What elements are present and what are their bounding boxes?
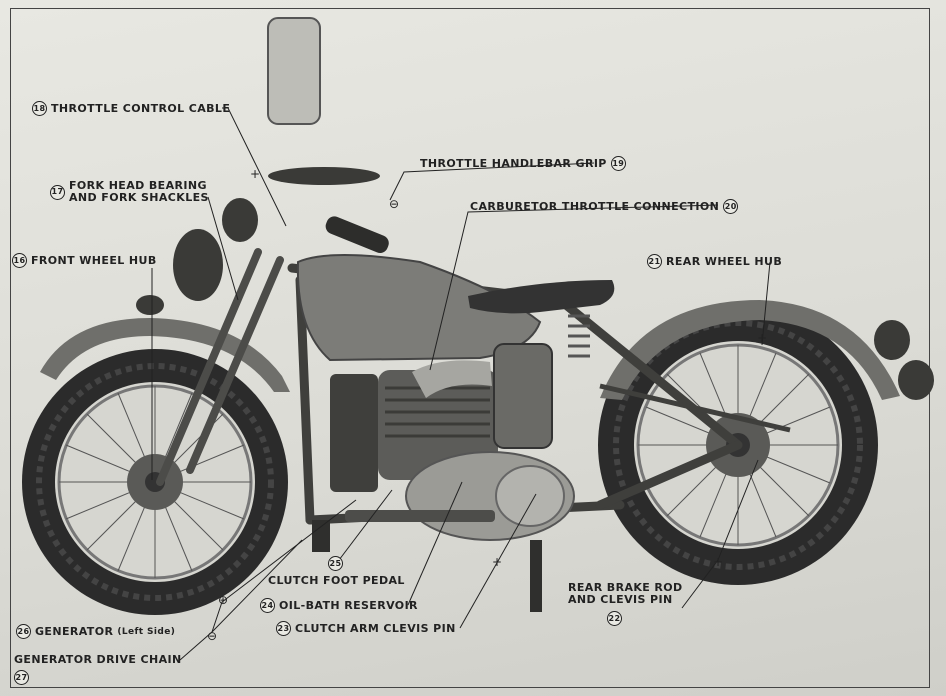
callout-rear-brake-rod: REAR BRAKE ROD AND CLEVIS PIN bbox=[568, 582, 683, 606]
callout-throttle-handlebar-grip: THROTTLE HANDLEBAR GRIP 19 bbox=[420, 156, 626, 171]
callout-number: 17 bbox=[50, 184, 65, 200]
callout-label: GENERATOR DRIVE CHAIN bbox=[14, 653, 182, 666]
callout-number: 16 bbox=[12, 253, 27, 268]
callout-label-line1: REAR BRAKE ROD bbox=[568, 581, 683, 594]
callout-throttle-control-cable: 18 THROTTLE CONTROL CABLE bbox=[32, 101, 230, 116]
seat-spring bbox=[568, 314, 590, 358]
headlamp bbox=[173, 229, 223, 301]
handlebar-grip bbox=[325, 216, 389, 253]
callout-label: THROTTLE CONTROL CABLE bbox=[51, 101, 231, 115]
leader-points: + ⊖ + + ⊕ ⊖ + bbox=[207, 167, 767, 643]
callout-number: 19 bbox=[610, 156, 626, 171]
callout-number: 22 bbox=[607, 611, 622, 626]
front-wheel bbox=[22, 349, 288, 615]
rear-fender bbox=[600, 300, 900, 400]
callout-number: 24 bbox=[260, 598, 275, 613]
callout-generator-drive-chain-number: 27 bbox=[14, 670, 29, 685]
tail-lamp-lower bbox=[898, 360, 934, 400]
callout-label-line2: AND CLEVIS PIN bbox=[568, 593, 673, 606]
battery-box bbox=[330, 374, 378, 492]
callout-rear-brake-rod-number: 22 bbox=[607, 611, 622, 626]
tail-lamp-upper bbox=[874, 320, 910, 360]
callout-note: (Left Side) bbox=[117, 626, 176, 637]
callout-label: GENERATOR bbox=[35, 624, 114, 638]
callout-label: REAR WHEEL HUB bbox=[666, 254, 783, 268]
intake-manifold bbox=[412, 360, 492, 398]
callout-number: 23 bbox=[276, 621, 291, 636]
page-border bbox=[10, 8, 930, 688]
leader-lines bbox=[151, 107, 771, 661]
svg-text:⊕: ⊕ bbox=[218, 593, 228, 607]
callout-number: 26 bbox=[16, 624, 31, 639]
callout-label: FRONT WHEEL HUB bbox=[31, 253, 157, 267]
svg-text:⊖: ⊖ bbox=[207, 629, 217, 643]
callout-generator-drive-chain: GENERATOR DRIVE CHAIN bbox=[14, 654, 182, 666]
clutch-pedal bbox=[312, 520, 330, 552]
callout-label: THROTTLE HANDLEBAR GRIP bbox=[420, 156, 607, 170]
callout-generator: 26 GENERATOR (Left Side) bbox=[16, 624, 175, 639]
svg-text:+: + bbox=[713, 555, 723, 569]
callout-clutch-arm-clevis-pin: 23 CLUTCH ARM CLEVIS PIN bbox=[276, 621, 456, 636]
fender-lamp bbox=[136, 295, 164, 315]
spotlamp bbox=[222, 198, 258, 242]
callout-clutch-foot-pedal-number: 25 bbox=[328, 556, 343, 571]
front-fork bbox=[156, 248, 284, 486]
front-fender bbox=[40, 318, 290, 392]
windshield bbox=[267, 17, 321, 125]
callout-clutch-foot-pedal: CLUTCH FOOT PEDAL bbox=[268, 575, 405, 587]
svg-text:+: + bbox=[492, 555, 502, 569]
callout-label: CARBURETOR THROTTLE CONNECTION bbox=[470, 199, 720, 213]
rear-brake-rod bbox=[599, 383, 791, 433]
callout-number: 20 bbox=[723, 199, 739, 214]
callout-number: 25 bbox=[328, 556, 343, 571]
callout-label: OIL-BATH RESERVOIR bbox=[279, 598, 418, 612]
svg-text:+: + bbox=[757, 331, 767, 345]
kickstand bbox=[530, 540, 542, 612]
fuel-tank bbox=[296, 254, 542, 362]
engine bbox=[330, 343, 575, 541]
callout-number: 18 bbox=[32, 101, 47, 116]
callout-label: CLUTCH FOOT PEDAL bbox=[268, 574, 405, 587]
saddle bbox=[468, 280, 615, 314]
footboard bbox=[345, 510, 495, 522]
callout-carburetor-throttle-connection: CARBURETOR THROTTLE CONNECTION 20 bbox=[470, 199, 739, 214]
svg-text:+: + bbox=[250, 167, 260, 181]
callout-front-wheel-hub: 16 FRONT WHEEL HUB bbox=[12, 253, 157, 268]
callout-fork-head-bearing: 17 FORK HEAD BEARING AND FORK SHACKLES bbox=[50, 180, 209, 204]
svg-text:⊖: ⊖ bbox=[389, 197, 399, 211]
callout-number: 27 bbox=[14, 670, 29, 685]
callout-label-line2: AND FORK SHACKLES bbox=[69, 191, 209, 204]
callout-number: 21 bbox=[647, 254, 662, 269]
callout-rear-wheel-hub: 21 REAR WHEEL HUB bbox=[647, 254, 782, 269]
callout-oil-bath-reservoir: 24 OIL-BATH RESERVOIR bbox=[260, 598, 418, 613]
air-cleaner bbox=[493, 343, 553, 449]
handlebar bbox=[268, 167, 380, 185]
callout-label: CLUTCH ARM CLEVIS PIN bbox=[295, 621, 456, 635]
callout-label-line1: FORK HEAD BEARING bbox=[69, 179, 207, 192]
